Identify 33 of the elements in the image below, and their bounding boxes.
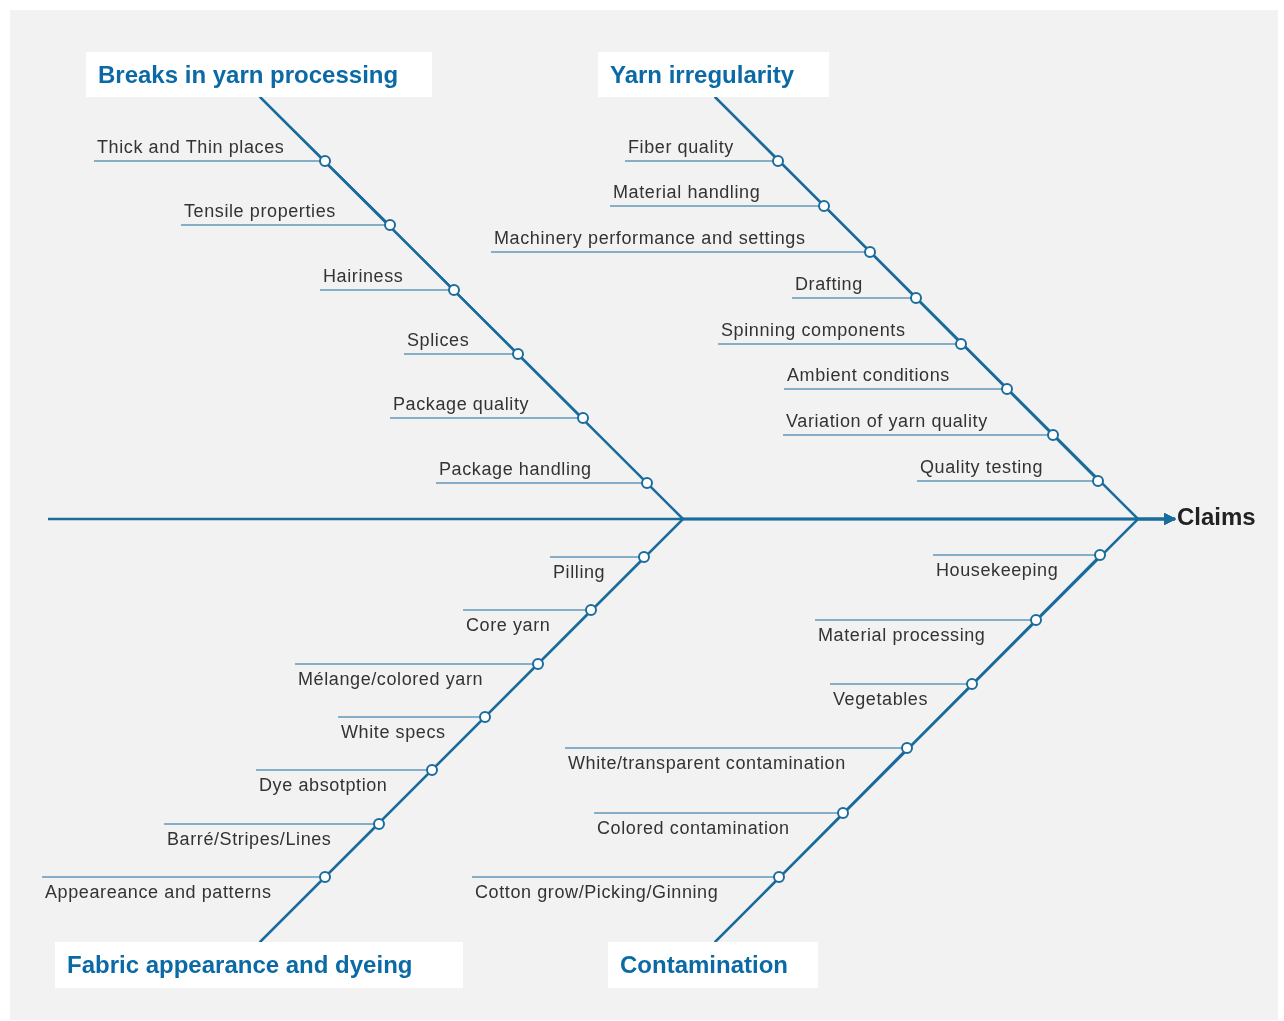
cause-label: Variation of yarn quality bbox=[786, 410, 988, 432]
cause-label: Core yarn bbox=[466, 614, 551, 636]
cause-label: Material processing bbox=[818, 624, 986, 646]
category-heading: Breaks in yarn processing bbox=[86, 52, 432, 97]
cause-label: Dye absotption bbox=[259, 774, 388, 796]
cause-label: Package quality bbox=[393, 393, 530, 415]
category-heading: Fabric appearance and dyeing bbox=[55, 942, 463, 988]
cause-label: Machinery performance and settings bbox=[494, 227, 806, 249]
cause-label: Splices bbox=[407, 329, 470, 351]
cause-label: Hairiness bbox=[323, 265, 404, 287]
cause-label: Spinning components bbox=[721, 319, 906, 341]
category-heading: Contamination bbox=[608, 942, 818, 988]
cause-label: White specs bbox=[341, 721, 446, 743]
cause-label: Quality testing bbox=[920, 456, 1044, 478]
cause-label: Vegetables bbox=[833, 688, 929, 710]
effect-label: Claims bbox=[1177, 503, 1256, 531]
cause-label: Cotton grow/Picking/Ginning bbox=[475, 881, 719, 903]
bone-arrow bbox=[714, 513, 1176, 943]
cause-label: White/transparent contamination bbox=[568, 752, 846, 774]
cause-label: Pilling bbox=[553, 561, 606, 583]
cause-label: Colored contamination bbox=[597, 817, 790, 839]
cause-label: Drafting bbox=[795, 273, 863, 295]
cause-label: Appeareance and patterns bbox=[45, 881, 272, 903]
cause-label: Fiber quality bbox=[628, 136, 734, 158]
cause-label: Ambient conditions bbox=[787, 364, 950, 386]
category-heading: Yarn irregularity bbox=[598, 52, 829, 97]
cause-label: Material handling bbox=[613, 181, 761, 203]
cause-label: Package handling bbox=[439, 458, 592, 480]
cause-label: Barré/Stripes/Lines bbox=[167, 828, 332, 850]
cause-label: Housekeeping bbox=[936, 559, 1059, 581]
cause-label: Tensile properties bbox=[184, 200, 336, 222]
cause-label: Thick and Thin places bbox=[97, 136, 285, 158]
cause-label: Mélange/colored yarn bbox=[298, 668, 484, 690]
